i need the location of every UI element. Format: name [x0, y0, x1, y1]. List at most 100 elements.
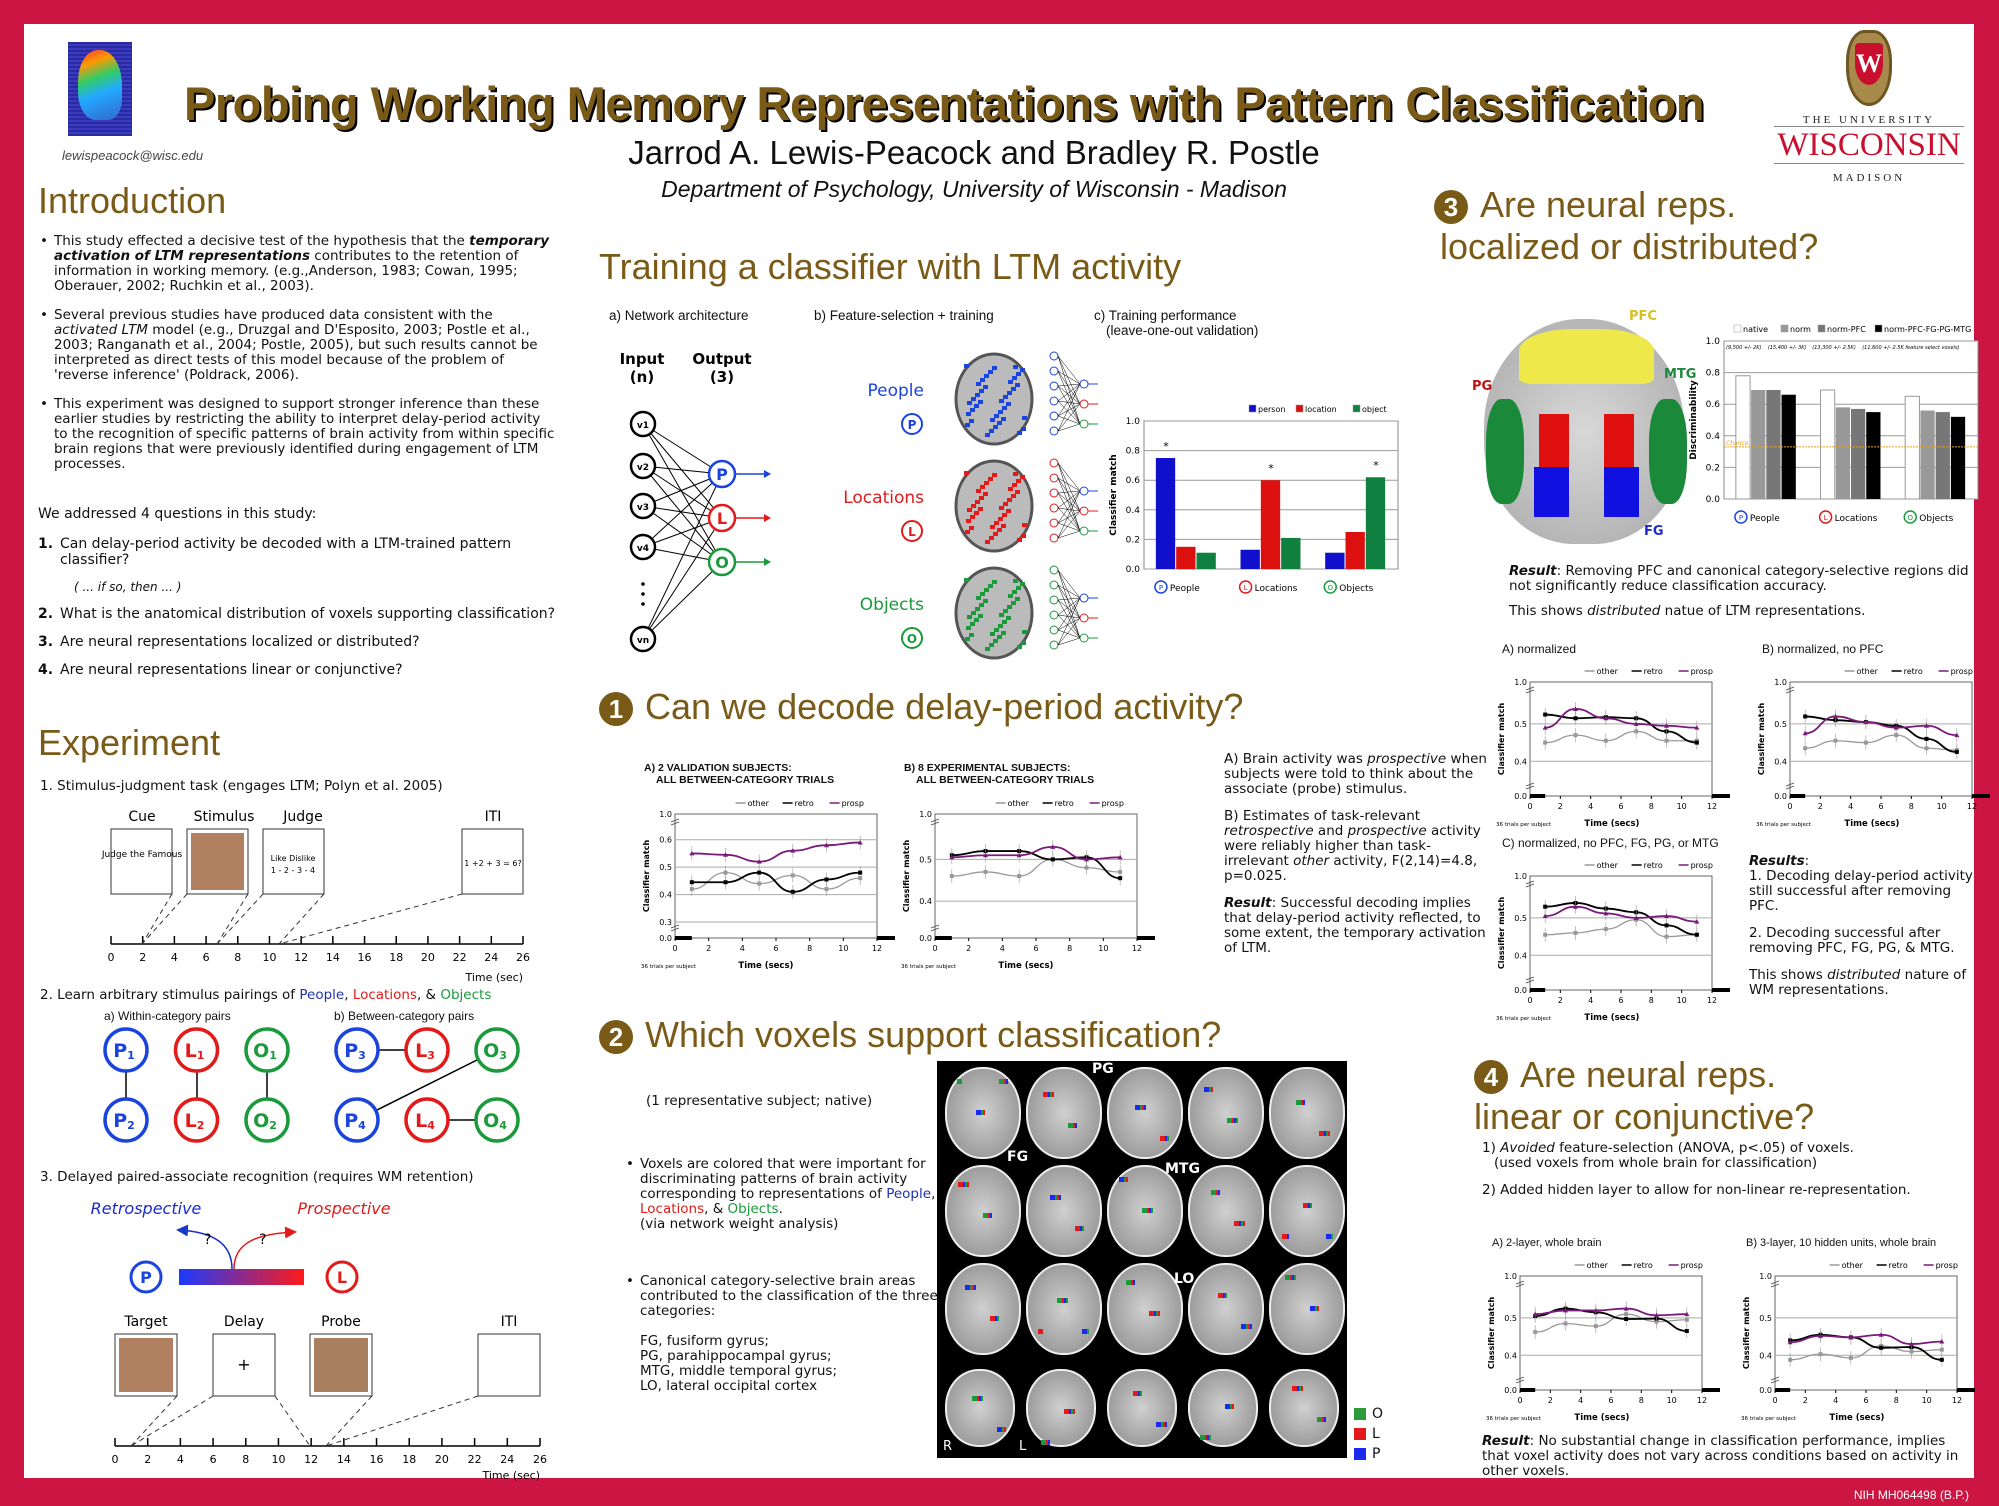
point-prosp	[949, 854, 955, 860]
x-tick-label: 0	[1527, 802, 1532, 811]
category-icon	[1154, 580, 1168, 594]
x-tick-label: 2	[1558, 802, 1563, 811]
point-prosp	[1818, 1333, 1823, 1338]
label-judge: Judge	[282, 809, 322, 825]
brain-slice	[1188, 1067, 1264, 1159]
pair-node	[474, 1097, 520, 1143]
series-retro	[951, 850, 1121, 880]
brain-slice	[945, 1067, 1021, 1159]
x-tick-label: 4	[740, 944, 745, 953]
point-prosp	[1603, 715, 1609, 721]
legend-label: other	[1008, 799, 1030, 808]
uw-logo: W THE UNIVERSITY WISCONSIN MADISON	[1774, 30, 1964, 184]
point-retro	[1050, 857, 1055, 862]
trials-note: 36 trials per subject	[1741, 1416, 1797, 1422]
y-tick-label: 0.5	[919, 855, 932, 864]
series-other	[951, 858, 1121, 877]
time-tick-label: 0	[108, 951, 115, 964]
brain-slice	[945, 1165, 1021, 1257]
y-tick-label: 0.0	[659, 934, 672, 943]
baseline-bar	[1530, 988, 1546, 992]
y-tick-label: 0.5	[1514, 914, 1527, 923]
questions-list: We addressed 4 questions in this study: …	[38, 506, 558, 690]
svg-text:v1: v1	[637, 421, 649, 431]
series-other	[1790, 1345, 1942, 1361]
x-tick-label: 10	[1937, 802, 1947, 811]
point-prosp	[1654, 1312, 1659, 1318]
time-tick-label: 12	[304, 1453, 318, 1466]
point-other	[1543, 740, 1548, 745]
svg-text:v3: v3	[637, 503, 649, 513]
x-axis-label: Time (secs)	[738, 961, 793, 971]
label-iti: ITI	[485, 809, 502, 825]
point-prosp	[1664, 913, 1669, 919]
point-prosp	[1833, 713, 1838, 719]
iti-box-2	[477, 1333, 541, 1397]
x-tick-label: 4	[1588, 802, 1593, 811]
point-other	[1533, 1330, 1538, 1335]
y-tick-label: 1.0	[1514, 678, 1527, 687]
x-tick-label: 10	[1677, 802, 1687, 811]
plot-area	[674, 813, 878, 939]
y-tick-label: 0.0	[1126, 565, 1141, 575]
point-retro	[689, 880, 694, 885]
x-tick-label: 10	[1098, 944, 1108, 953]
bar-person	[1325, 552, 1345, 569]
chance-label: Chance	[1726, 440, 1749, 447]
point-prosp	[824, 842, 829, 848]
point-prosp	[1016, 852, 1022, 858]
contact-email[interactable]: lewispeacock@wisc.edu	[62, 148, 204, 163]
y-tick-label: 0.4	[1514, 757, 1527, 766]
bar-location	[1260, 480, 1281, 569]
time-tick-label: 8	[234, 951, 241, 964]
category-icon	[1818, 510, 1833, 524]
legend-label: other	[1587, 1261, 1609, 1270]
baseline-bar	[1712, 794, 1730, 798]
point-retro	[1664, 923, 1669, 928]
x-tick-label: 8	[1649, 996, 1654, 1005]
svg-text:Output: Output	[692, 350, 751, 368]
x-tick-label: 0	[1772, 1396, 1777, 1405]
point-other	[1603, 738, 1608, 743]
x-tick-label: 0	[932, 944, 937, 953]
stimulus-judgment-timeline: Cue Stimulus Judge ITI Judge the Famous …	[101, 809, 530, 984]
significance-mark: *	[1373, 459, 1379, 472]
step2-label: 2. Learn arbitrary stimulus pairings of …	[40, 987, 492, 1003]
time-tick-label: 18	[402, 1453, 416, 1466]
x-tick-label: 4	[1588, 996, 1593, 1005]
time-tick-label: 12	[294, 951, 308, 964]
svg-text:L: L	[908, 525, 916, 539]
legend-label: retro	[795, 799, 814, 808]
legend-label: other	[1597, 667, 1619, 676]
point-prosp	[1117, 854, 1123, 860]
time-tick-label: 16	[358, 951, 372, 964]
x-tick-label: 2	[1803, 1396, 1808, 1405]
brain-puzzle-logo	[68, 42, 132, 136]
baseline-bar	[675, 936, 692, 940]
voxel-count: (13,300 +/- 2.5K)	[1812, 345, 1856, 351]
legend-swatch	[1780, 324, 1789, 333]
x-axis-label: Time (secs)	[1584, 819, 1639, 829]
point-prosp	[1787, 1339, 1793, 1345]
y-axis-label: Classifier match	[1497, 897, 1506, 970]
poster: Probing Working Memory Representations w…	[24, 24, 1990, 1482]
input-node	[629, 533, 657, 561]
point-prosp	[1050, 844, 1056, 849]
training-perf-label: c) Training performance(leave-one-out va…	[1094, 308, 1259, 338]
brain-slice	[1026, 1263, 1102, 1355]
svg-text:P: P	[1159, 584, 1163, 592]
time-tick-label: 20	[421, 951, 435, 964]
bar-location	[1345, 532, 1365, 569]
point-prosp	[1573, 904, 1578, 909]
x-tick-label: 0	[1787, 802, 1792, 811]
x-tick-label: 12	[1132, 944, 1142, 953]
brain-slice	[1269, 1067, 1345, 1159]
point-other	[1017, 874, 1022, 879]
point-prosp	[689, 850, 695, 856]
